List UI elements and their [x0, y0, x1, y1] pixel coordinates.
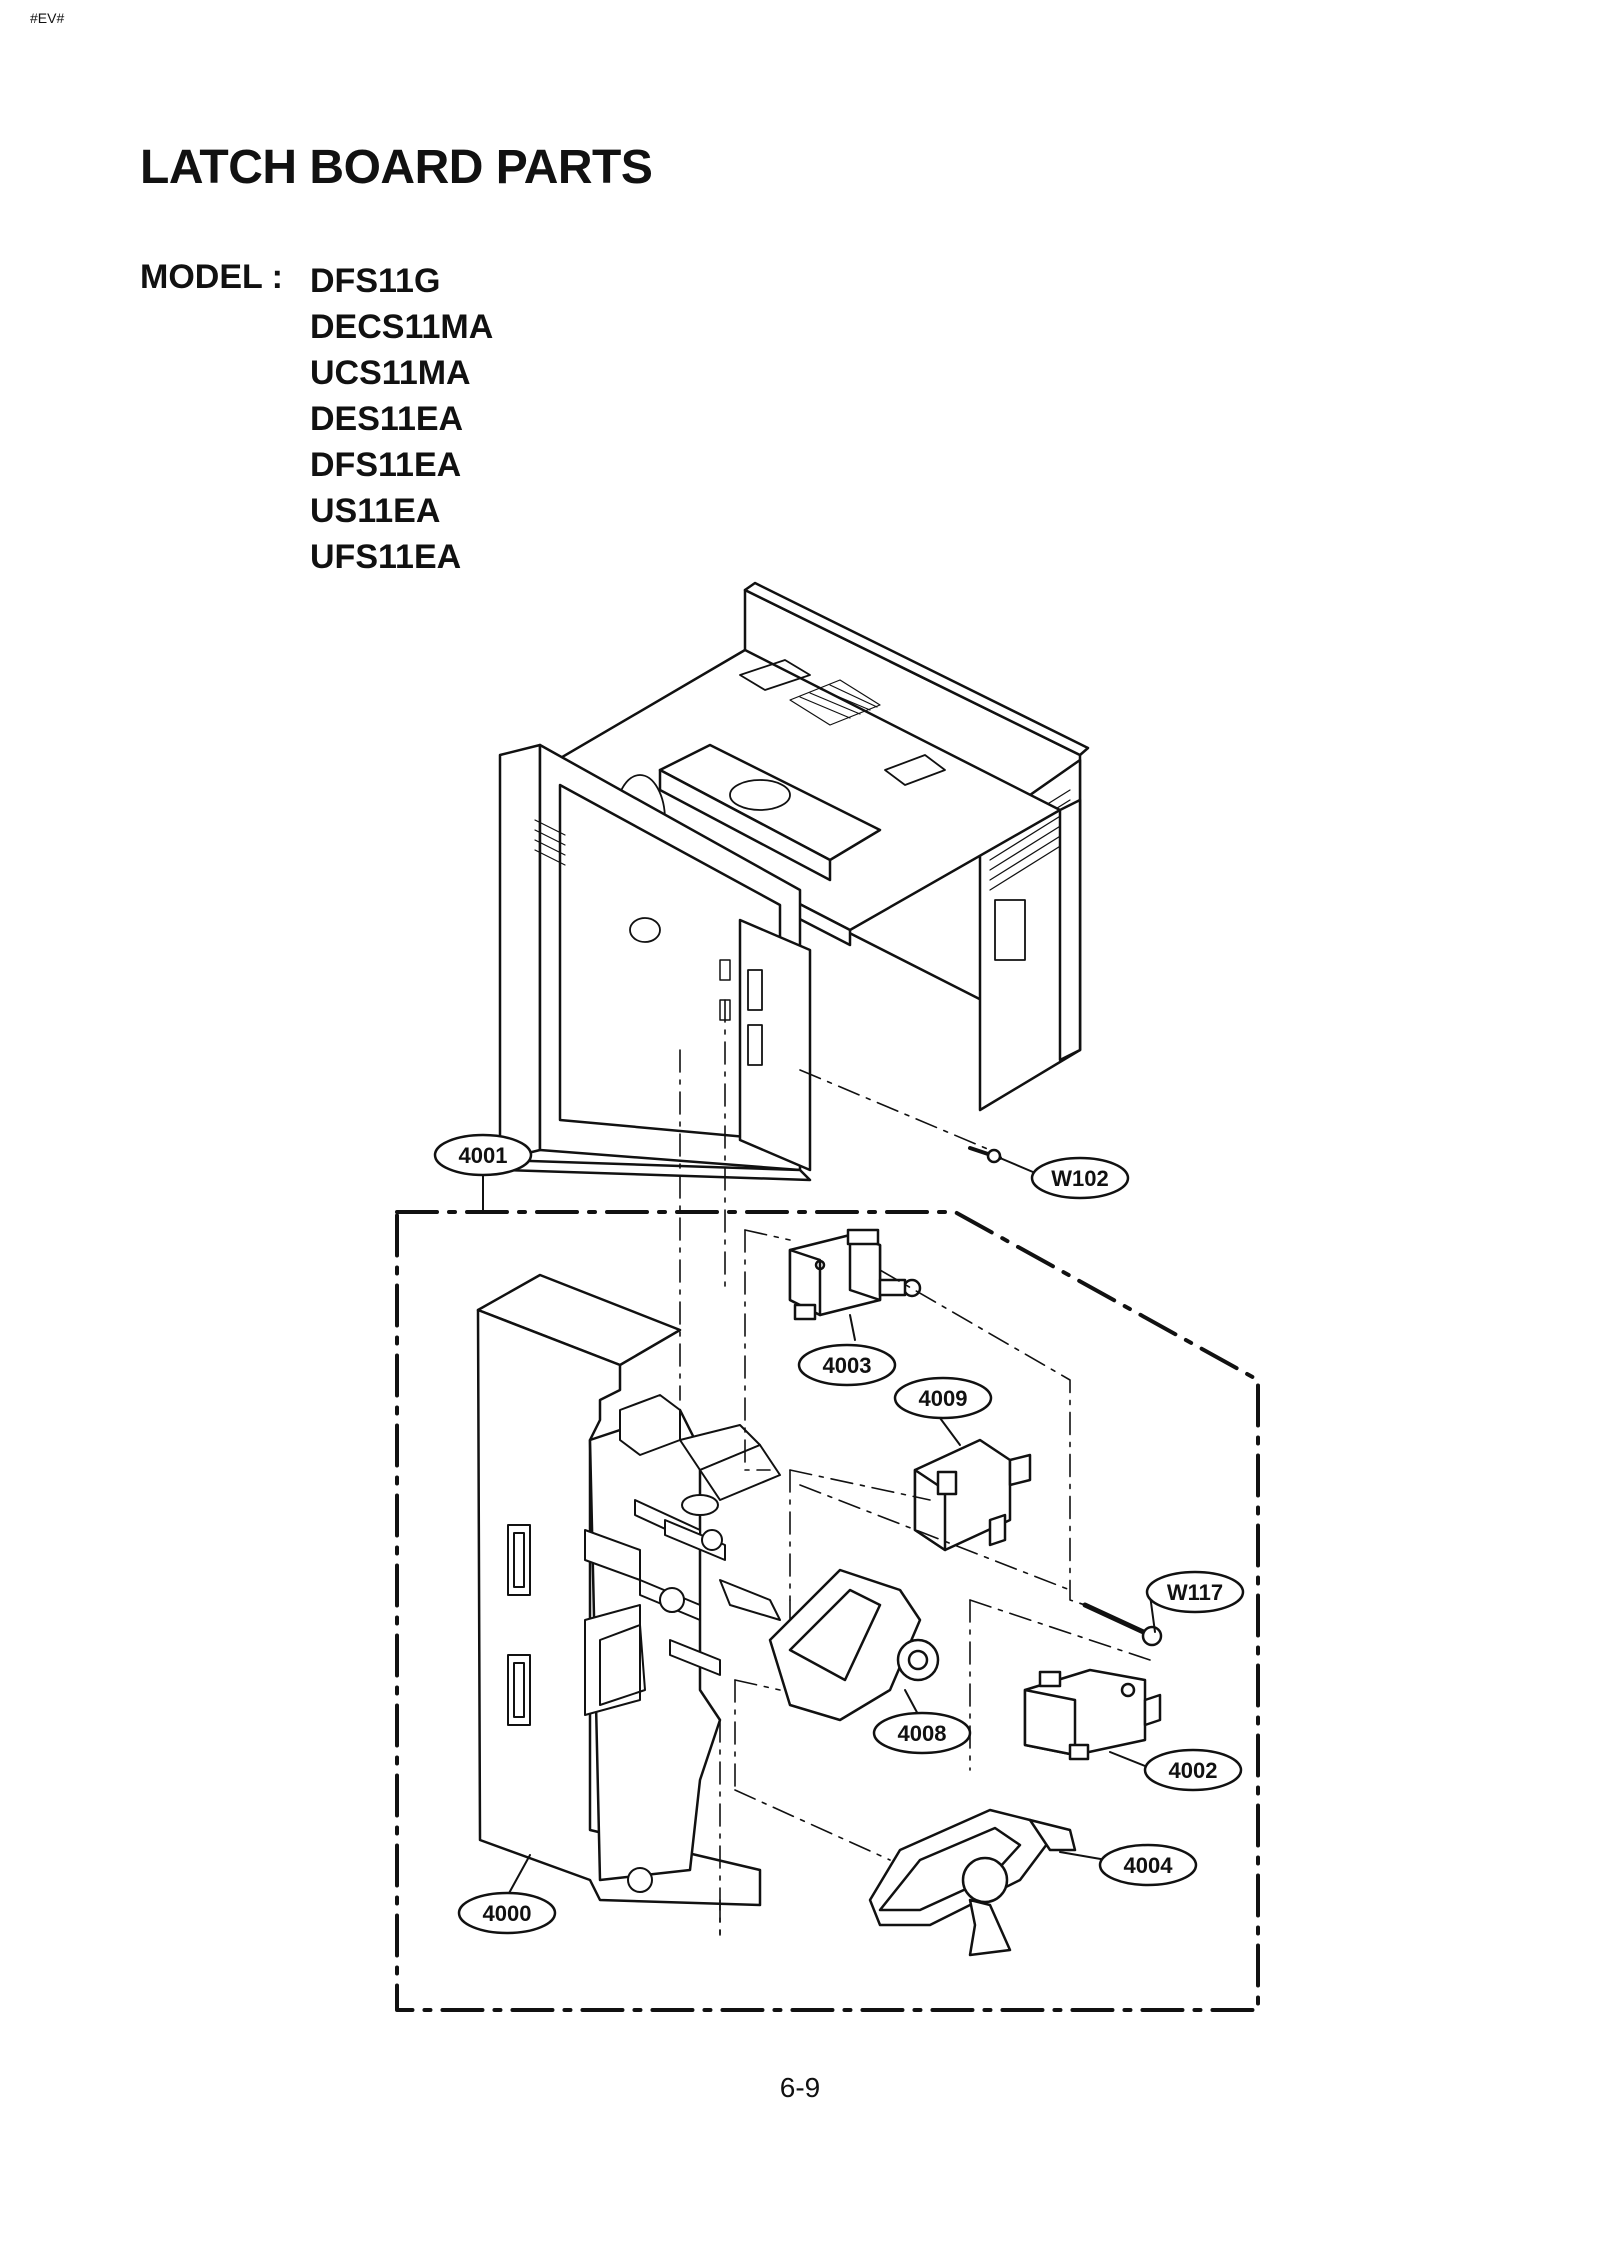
callout-4002-bubble: [1143, 1748, 1243, 1792]
callout-w117-bubble: [1145, 1570, 1245, 1614]
callout-4003-bubble: [797, 1343, 897, 1387]
callouts: [433, 1133, 1245, 1935]
callout-w102-label: W102: [1051, 1166, 1108, 1191]
callout-4000-bubble: [457, 1891, 557, 1935]
header-tag: #EV#: [30, 10, 65, 26]
lever-4004: [868, 1808, 1077, 1957]
lever-4008: [768, 1568, 940, 1722]
latch-board-4000: [476, 1273, 781, 1907]
model-item: US11EA: [310, 492, 441, 530]
callout-4009-bubble: [893, 1376, 993, 1420]
callout-4002-label: 4002: [1169, 1758, 1218, 1783]
callout-4001-label: 4001: [459, 1143, 508, 1168]
callout-4009-label: 4009: [919, 1386, 968, 1411]
assembly-boundary: [395, 1210, 1260, 2012]
callout-w117-label: W117: [1167, 1580, 1223, 1605]
switch-4009: [913, 1438, 1032, 1552]
switch-4003: [788, 1228, 922, 1321]
callout-4004-label: 4004: [1124, 1853, 1174, 1878]
model-label: MODEL :: [140, 258, 283, 296]
callout-4000-label: 4000: [483, 1901, 532, 1926]
switch-4002: [1023, 1668, 1162, 1761]
screw-w117: [1082, 1602, 1163, 1647]
page-title: LATCH BOARD PARTS: [140, 141, 653, 194]
cavity-assembly: [498, 581, 1090, 1182]
model-item: UCS11MA: [310, 354, 471, 392]
model-list: DFS11G DECS11MA UCS11MA DES11EA DFS11EA …: [310, 258, 493, 580]
model-item: DES11EA: [310, 400, 464, 438]
model-item: DECS11MA: [310, 308, 494, 346]
callout-4008-bubble: [872, 1711, 972, 1755]
projection-lines: [679, 999, 1151, 1936]
page-number: 6-9: [779, 2072, 821, 2103]
callout-4001-bubble: [433, 1133, 533, 1177]
callout-4003-label: 4003: [823, 1353, 872, 1378]
model-item: DFS11EA: [310, 446, 462, 484]
model-item: UFS11EA: [310, 538, 462, 576]
callout-w102-bubble: [1030, 1156, 1130, 1200]
callout-4008-label: 4008: [898, 1721, 947, 1746]
model-item: DFS11G: [310, 262, 441, 300]
callout-4004-bubble: [1098, 1843, 1198, 1887]
screw-w102: [968, 1146, 1002, 1164]
